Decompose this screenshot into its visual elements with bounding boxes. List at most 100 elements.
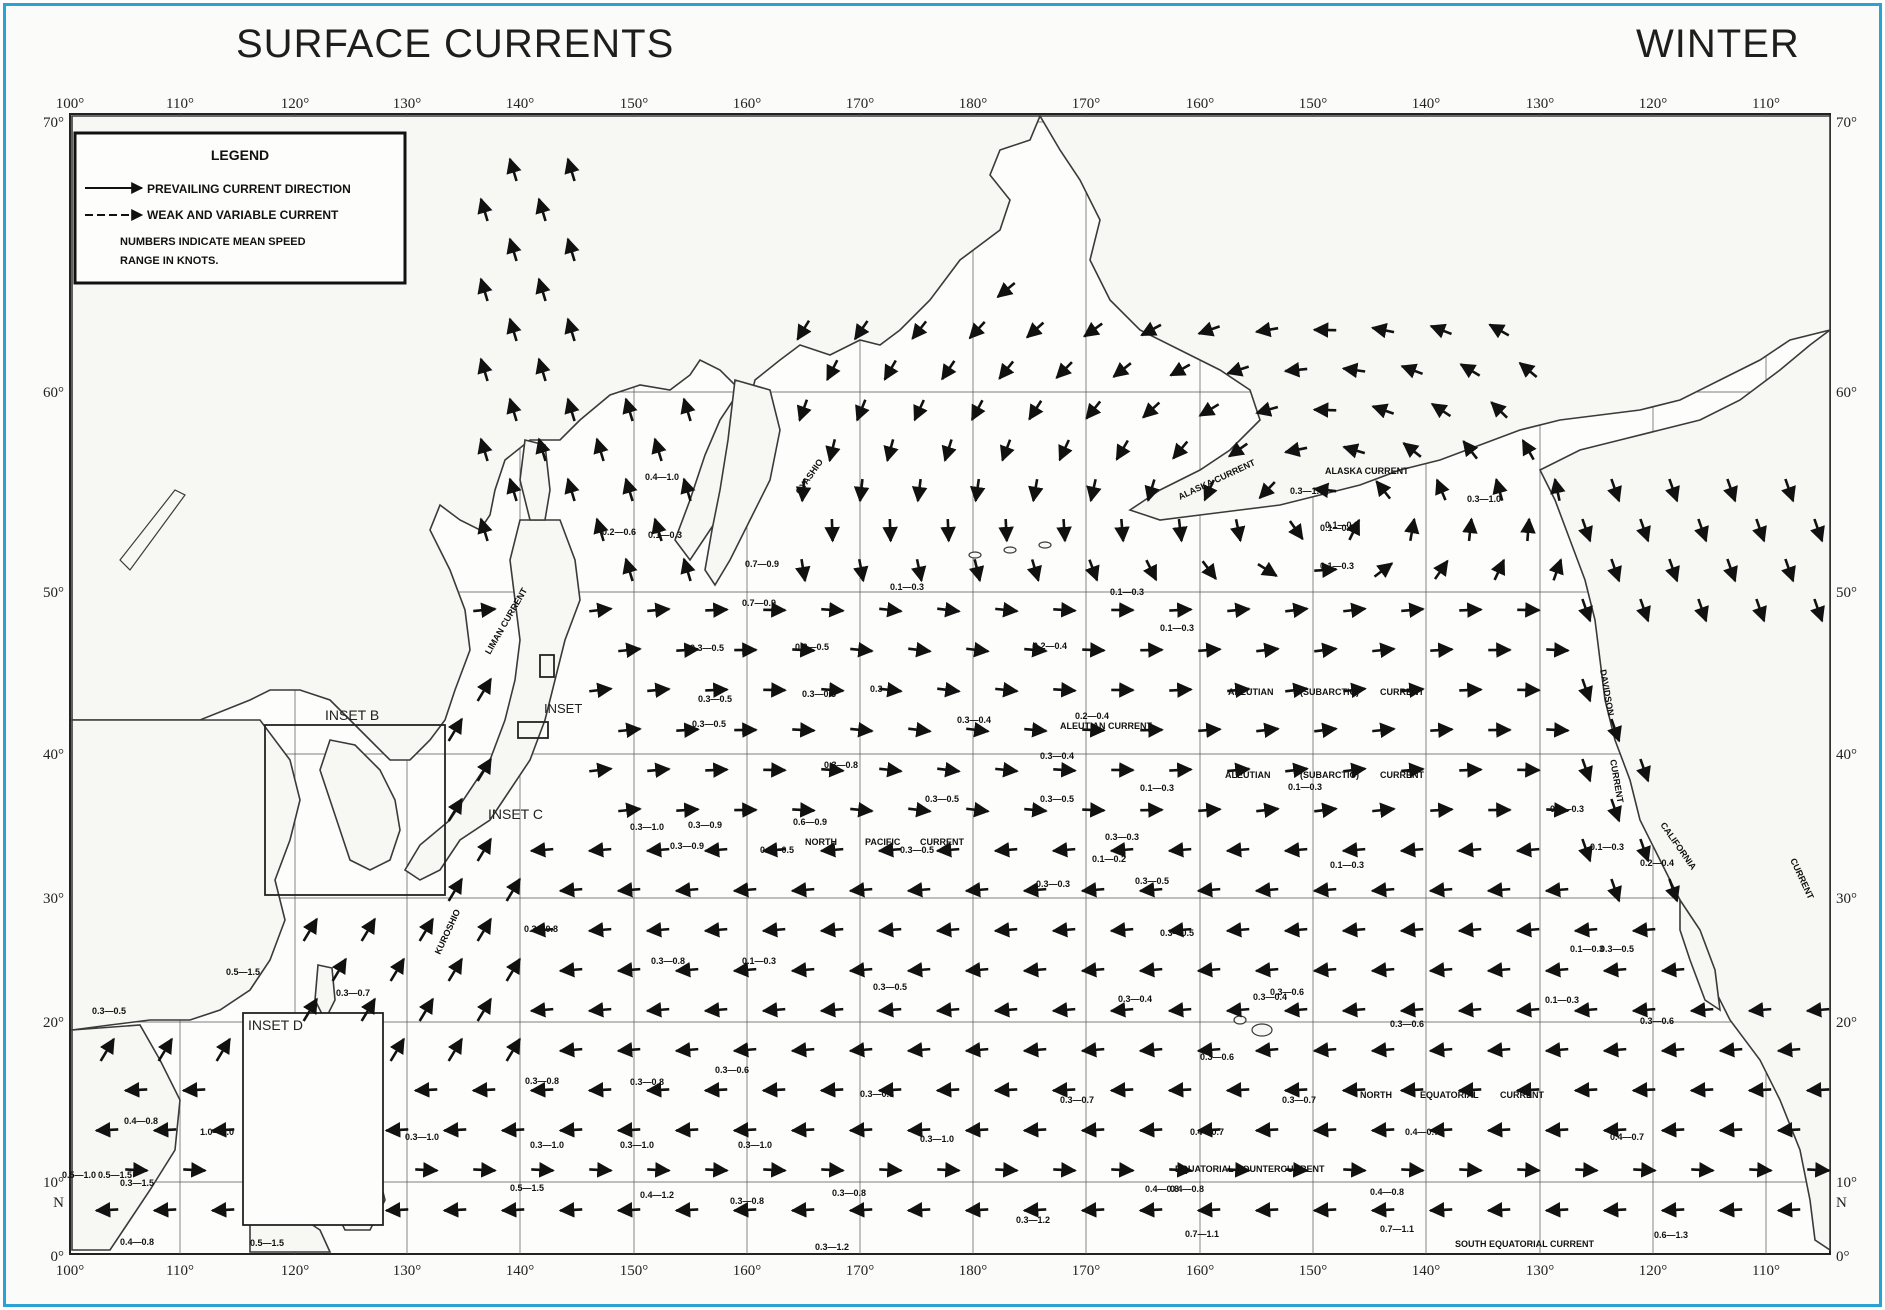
current-arrow: [1492, 477, 1508, 501]
current-arrow: [647, 682, 671, 699]
current-arrow: [1520, 517, 1536, 542]
current-arrow: [908, 801, 932, 818]
current-arrow: [761, 921, 786, 938]
speed-label: 0.1—0.3: [1590, 842, 1624, 852]
current-arrow: [819, 841, 844, 858]
current-arrow: [1428, 881, 1453, 898]
current-arrow: [1312, 1202, 1337, 1218]
current-arrow: [1172, 440, 1189, 460]
current-arrow: [506, 237, 522, 262]
current-arrow: [1723, 558, 1738, 583]
speed-label: 0.7—1.1: [1380, 1224, 1414, 1234]
current-arrow: [1312, 402, 1337, 418]
current-arrow: [1805, 1001, 1830, 1018]
current-arrow: [680, 557, 696, 582]
current-arrow: [589, 1162, 613, 1178]
current-arrow: [477, 197, 493, 222]
current-arrow: [1515, 921, 1540, 938]
speed-label: 0.2—0.4: [1640, 858, 1674, 868]
current-arrow: [1142, 401, 1161, 419]
current-arrow: [995, 761, 1019, 778]
current-name-label: ALEUTIAN CURRENT: [1060, 721, 1152, 731]
current-arrow: [1227, 682, 1251, 699]
current-arrow: [1254, 1202, 1279, 1218]
current-arrow: [968, 559, 985, 583]
current-arrow: [471, 1082, 496, 1098]
current-arrow: [1314, 562, 1338, 578]
current-arrow: [705, 602, 729, 618]
current-arrow: [564, 237, 580, 262]
current-arrow: [703, 1001, 728, 1018]
current-arrow: [1084, 559, 1100, 582]
current-arrow: [1343, 1162, 1367, 1178]
speed-label: 0.3—0.5: [900, 845, 934, 855]
current-arrow: [1312, 482, 1337, 499]
current-arrow: [763, 1162, 787, 1178]
speed-label: 0.3—1.0: [620, 1140, 654, 1150]
current-arrow: [1085, 400, 1102, 420]
legend-prevailing: PREVAILING CURRENT DIRECTION: [147, 182, 351, 196]
current-arrow: [1198, 802, 1222, 818]
current-arrows: [94, 157, 1831, 1218]
longitude-label-top: 180°: [959, 96, 988, 112]
speed-label: 0.2—0.6: [602, 527, 636, 537]
current-arrow: [1462, 440, 1479, 460]
inset-c-label: INSET C: [488, 806, 543, 822]
current-arrow: [531, 1162, 555, 1178]
speed-label: 0.3—0.8: [730, 1196, 764, 1206]
current-arrow: [418, 917, 434, 942]
current-arrow: [1022, 1202, 1047, 1218]
inset-a-box: [517, 721, 549, 739]
current-name-label: CURRENT: [1380, 687, 1425, 697]
current-arrow: [616, 1122, 641, 1138]
current-arrow: [1138, 881, 1163, 898]
current-arrow: [674, 881, 699, 898]
longitude-label-bottom: 180°: [959, 1263, 988, 1279]
current-name-label: NORTH: [1360, 1090, 1392, 1100]
longitude-label-bottom: 130°: [393, 1263, 422, 1279]
inset-small-box: [539, 654, 555, 678]
speed-label: 0.3—0.5: [690, 643, 724, 653]
speed-label: 0.3—1.0: [630, 822, 664, 832]
current-arrow: [1546, 642, 1570, 658]
speed-label: 0.4—0.8: [124, 1116, 158, 1126]
current-arrow: [1312, 881, 1337, 898]
current-arrow: [1631, 921, 1656, 938]
current-arrow: [1747, 1001, 1772, 1018]
current-arrow: [476, 757, 492, 782]
speed-label: 0.3—1.2: [1016, 1215, 1050, 1225]
speed-label: 0.7—1.1: [1185, 1229, 1219, 1239]
current-arrow: [1691, 1162, 1715, 1178]
current-arrow: [1400, 363, 1424, 379]
current-arrow: [302, 997, 318, 1022]
current-arrow: [680, 477, 696, 502]
current-arrow: [1486, 1041, 1511, 1058]
coast-alaska: [1038, 115, 1831, 521]
current-arrow: [506, 477, 522, 502]
islands: [119, 489, 1273, 1037]
current-arrow: [790, 1122, 815, 1138]
current-arrow: [1548, 558, 1564, 581]
degree-labels: 100°100°110°110°120°120°130°130°140°140°…: [43, 96, 1857, 1279]
current-arrow: [1723, 478, 1738, 503]
current-arrow: [1257, 561, 1278, 577]
current-arrow: [1429, 323, 1452, 339]
current-arrow: [1112, 361, 1132, 378]
current-arrow: [732, 1041, 757, 1058]
current-arrow: [996, 282, 1016, 298]
current-arrow: [1607, 558, 1622, 583]
current-arrow: [1109, 841, 1134, 858]
current-arrow: [589, 602, 613, 619]
current-arrow: [1462, 517, 1478, 542]
current-arrow: [1196, 1122, 1221, 1138]
current-arrow: [647, 762, 671, 779]
current-arrow: [935, 841, 960, 858]
current-arrow: [1371, 403, 1395, 419]
current-arrow: [1227, 602, 1251, 619]
current-arrow: [1343, 602, 1367, 619]
current-arrow: [877, 1082, 902, 1098]
current-arrow: [535, 197, 551, 222]
current-arrow: [1022, 961, 1047, 978]
current-arrow: [1172, 518, 1188, 543]
current-arrow: [645, 921, 670, 938]
